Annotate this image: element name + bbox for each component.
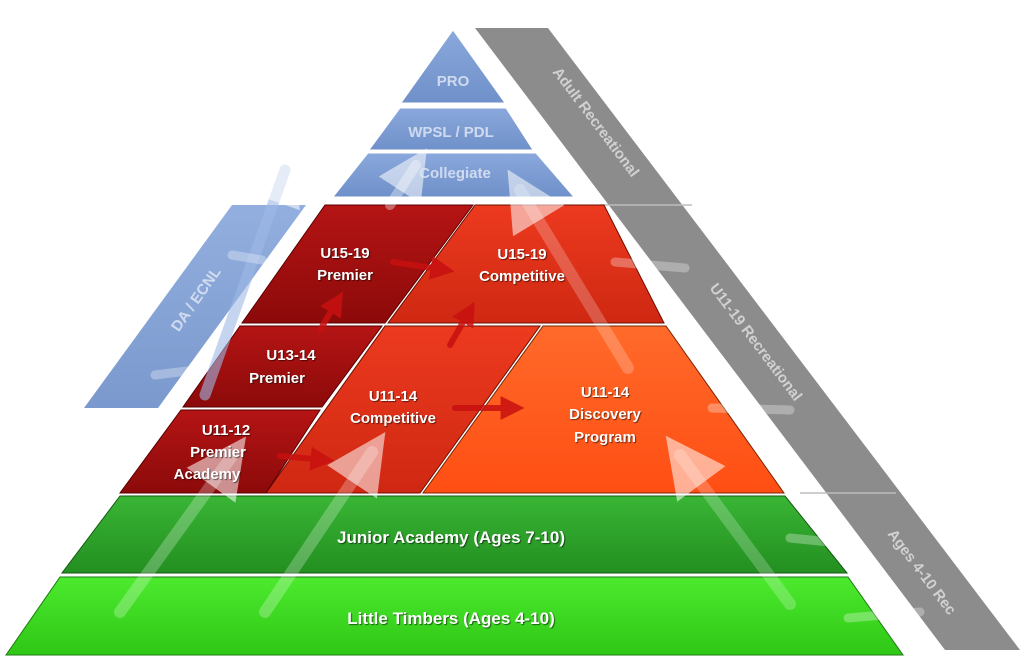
- junior-academy-tier: [60, 495, 849, 574]
- u13-14-premier-line2: Premier: [249, 370, 305, 387]
- wpsl-pdl-tier: [368, 107, 534, 151]
- gray-recreational-band: [475, 28, 1020, 650]
- u11-12-premier-line2: Premier: [190, 444, 246, 461]
- u15-19-premier-line2: Premier: [317, 267, 373, 284]
- u11-14-discovery-line3: Program: [574, 429, 636, 446]
- u11-12-premier-line3: Academy: [174, 466, 241, 483]
- u11-14-discovery-line1: U11-14: [581, 384, 630, 401]
- connector-arrows: [277, 255, 525, 471]
- u15-19-premier-line1: U15-19: [320, 245, 369, 262]
- u11-12-premier-line1: U11-12: [202, 422, 250, 439]
- little-timbers-tier: [5, 576, 904, 656]
- u13-14-premier-line1: U13-14: [266, 347, 316, 364]
- pathway-arrows: [114, 148, 925, 623]
- little-timbers-label: Little Timbers (Ages 4-10): [347, 609, 555, 628]
- u11-14-competitive-line1: U11-14: [369, 388, 418, 405]
- u15-19-competitive-line1: U15-19: [497, 246, 546, 263]
- u15-19-premier-block: [241, 204, 474, 324]
- u11-14-competitive-line2: Competitive: [350, 410, 436, 427]
- pro-tier: [400, 29, 506, 104]
- collegiate-label: Collegiate: [419, 165, 491, 182]
- pro-label: PRO: [437, 73, 470, 90]
- wpsl-pdl-label: WPSL / PDL: [408, 124, 494, 141]
- u13-14-premier-block: [182, 325, 383, 408]
- u11-14-discovery-line2: Discovery: [569, 406, 641, 423]
- junior-academy-label: Junior Academy (Ages 7-10): [337, 528, 565, 547]
- u15-19-competitive-line2: Competitive: [479, 268, 565, 285]
